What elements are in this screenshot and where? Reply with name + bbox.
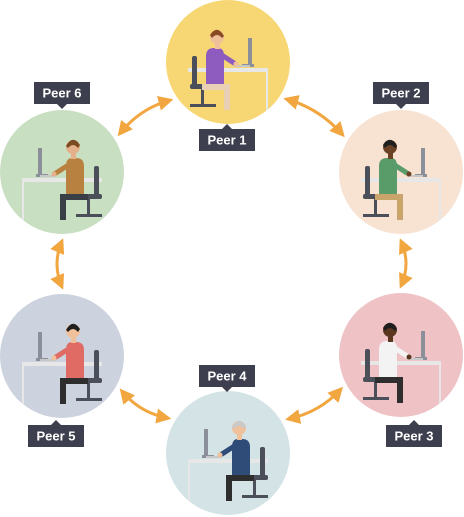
peer-label-text: Peer 4 — [207, 369, 247, 384]
person-at-computer-illustration — [361, 139, 441, 222]
connection-arrow — [398, 238, 413, 289]
person-at-computer-illustration — [22, 139, 102, 222]
peer-node: Peer 4 — [166, 365, 290, 515]
peer-label: Peer 4 — [199, 365, 255, 392]
connection-arrows — [50, 95, 413, 424]
peer-node: Peer 2 — [339, 82, 463, 234]
person-at-computer-illustration — [188, 29, 268, 112]
connection-arrow — [50, 238, 65, 290]
peer-label-text: Peer 2 — [381, 86, 420, 101]
peer-label-text: Peer 3 — [394, 429, 433, 444]
peer-node: Peer 3 — [339, 293, 463, 447]
peer-label: Peer 2 — [373, 82, 429, 109]
peer-label: Peer 5 — [28, 420, 84, 447]
connection-arrow — [285, 386, 344, 424]
peer-node: Peer 5 — [0, 294, 124, 447]
connection-arrow — [119, 388, 172, 424]
peer-label: Peer 3 — [386, 420, 442, 447]
connection-arrow — [283, 95, 345, 138]
person-at-computer-illustration — [188, 420, 268, 503]
peer-node: Peer 1 — [166, 0, 290, 151]
person-at-computer-illustration — [361, 322, 441, 405]
peer-label: Peer 6 — [34, 82, 90, 109]
peer-label-text: Peer 5 — [36, 429, 75, 444]
peer-node: Peer 6 — [0, 82, 124, 234]
connection-arrow — [117, 96, 174, 137]
peer-label: Peer 1 — [199, 124, 255, 151]
person-at-computer-illustration — [22, 323, 102, 406]
peer-label-text: Peer 1 — [207, 133, 246, 148]
peer-label-text: Peer 6 — [42, 86, 81, 101]
